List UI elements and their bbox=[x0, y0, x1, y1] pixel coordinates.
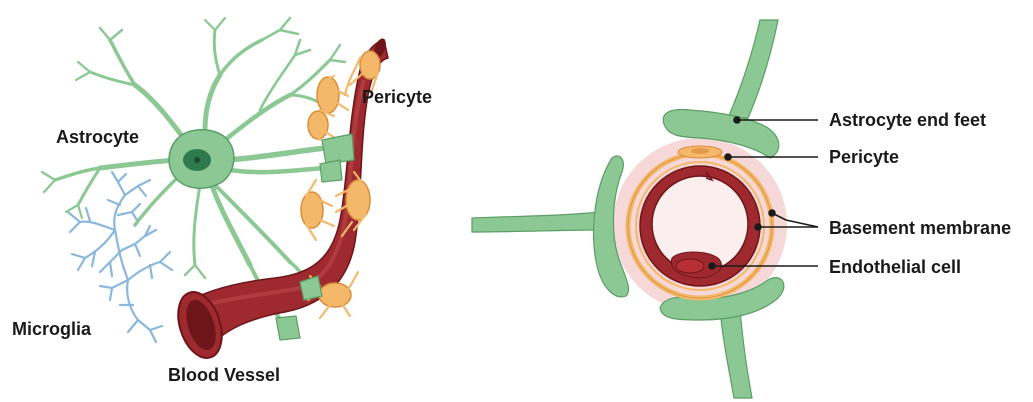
basement-membrane-label: Basement membrane bbox=[829, 218, 1011, 238]
left-panel: Astrocyte Microglia Pericyte Blood Vesse… bbox=[12, 18, 432, 385]
astrocyte-label: Astrocyte bbox=[56, 127, 139, 147]
microglia-label: Microglia bbox=[12, 319, 92, 339]
endothelial-cell-label: Endothelial cell bbox=[829, 257, 961, 277]
pericyte-right-label: Pericyte bbox=[829, 147, 899, 167]
right-panel-cross-section: Astrocyte end feet Pericyte Basement mem… bbox=[472, 20, 1011, 398]
blood-vessel-label: Blood Vessel bbox=[168, 365, 280, 385]
astrocyte-end-feet-label: Astrocyte end feet bbox=[829, 110, 986, 130]
astrocyte-soma bbox=[169, 130, 234, 189]
pericyte-label: Pericyte bbox=[362, 87, 432, 107]
endothelial-nucleus bbox=[676, 259, 704, 273]
